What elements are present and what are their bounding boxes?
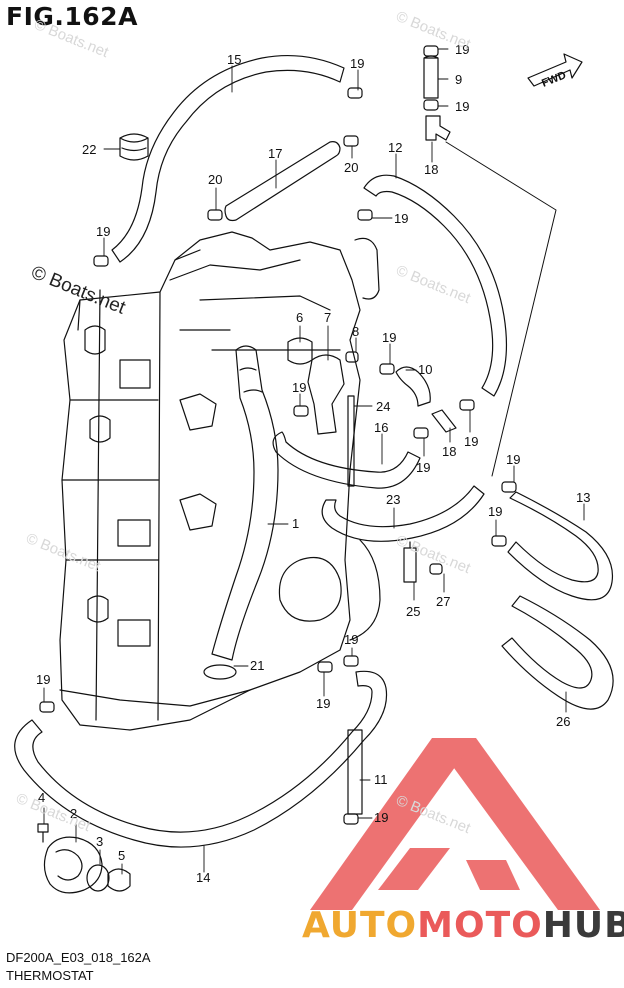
hose-11 bbox=[347, 729, 363, 815]
hose-16 bbox=[272, 431, 421, 489]
callout-17: 17 bbox=[268, 146, 282, 161]
engine-block-outline bbox=[59, 231, 381, 731]
callout-21: 21 bbox=[250, 658, 264, 673]
callout-20: 20 bbox=[344, 160, 358, 175]
hose-9 bbox=[423, 55, 439, 99]
callout-12: 12 bbox=[388, 140, 402, 155]
brand-logo: AUTOMOTOHUB bbox=[302, 905, 624, 946]
callout-4: 4 bbox=[38, 790, 45, 805]
callout-14: 14 bbox=[196, 870, 210, 885]
callout-labels: 15 19 19 9 19 22 17 20 20 12 18 19 19 6 … bbox=[36, 42, 590, 885]
callout-6: 6 bbox=[296, 310, 303, 325]
callout-19: 19 bbox=[96, 224, 110, 239]
diagram-code: DF200A_E03_018_162A bbox=[6, 950, 151, 965]
callout-25: 25 bbox=[406, 604, 420, 619]
callout-3: 3 bbox=[96, 834, 103, 849]
callout-11: 11 bbox=[374, 772, 388, 787]
callout-9: 9 bbox=[455, 72, 462, 87]
callout-19: 19 bbox=[394, 211, 408, 226]
callout-19: 19 bbox=[292, 380, 306, 395]
thermostat-6 bbox=[287, 337, 313, 365]
fwd-arrow-icon bbox=[527, 53, 583, 87]
hose-26 bbox=[501, 595, 614, 710]
brand-logo-part-hub: HUB bbox=[542, 905, 624, 946]
hose-12 bbox=[363, 174, 508, 397]
bracket-25 bbox=[403, 541, 417, 583]
callout-23: 23 bbox=[386, 492, 400, 507]
callout-18: 18 bbox=[424, 162, 438, 177]
cap-5 bbox=[107, 868, 131, 892]
hose-23 bbox=[321, 485, 485, 542]
callout-16: 16 bbox=[374, 420, 388, 435]
callout-19: 19 bbox=[344, 632, 358, 647]
callout-19: 19 bbox=[416, 460, 430, 475]
callout-2: 2 bbox=[70, 806, 77, 821]
callout-10: 10 bbox=[418, 362, 432, 377]
hose-24 bbox=[347, 395, 355, 487]
hose-joint-18-top bbox=[425, 115, 451, 141]
callout-19: 19 bbox=[374, 810, 388, 825]
diagram-caption: THERMOSTAT bbox=[6, 968, 94, 983]
hose-17 bbox=[224, 141, 341, 222]
callout-1: 1 bbox=[292, 516, 299, 531]
callout-19: 19 bbox=[316, 696, 330, 711]
thermostat-cover-7 bbox=[307, 354, 345, 435]
leader-lines bbox=[43, 48, 585, 875]
callout-8: 8 bbox=[352, 324, 359, 339]
logo-triangle-graphic bbox=[310, 738, 600, 910]
callout-5: 5 bbox=[118, 848, 125, 863]
hose-joint-18-mid bbox=[431, 409, 457, 433]
clamp-21 bbox=[203, 664, 237, 680]
callout-19: 19 bbox=[455, 99, 469, 114]
hose-14 bbox=[14, 670, 388, 848]
callout-26: 26 bbox=[556, 714, 570, 729]
callout-19: 19 bbox=[506, 452, 520, 467]
grommet-22 bbox=[119, 133, 149, 161]
clip-clamps bbox=[39, 45, 517, 825]
brand-logo-part-moto: MOTO bbox=[417, 905, 543, 946]
main-hose-1 bbox=[211, 345, 279, 661]
hose-15 bbox=[111, 54, 345, 263]
callout-19: 19 bbox=[488, 504, 502, 519]
callout-22: 22 bbox=[82, 142, 96, 157]
hose-10 bbox=[395, 366, 431, 407]
callout-19: 19 bbox=[455, 42, 469, 57]
callout-19: 19 bbox=[350, 56, 364, 71]
callout-13: 13 bbox=[576, 490, 590, 505]
callout-19: 19 bbox=[382, 330, 396, 345]
callout-15: 15 bbox=[227, 52, 241, 67]
figure-title: FIG.162A bbox=[6, 2, 138, 31]
thermostat-fitting-2 bbox=[43, 836, 103, 894]
callout-19: 19 bbox=[36, 672, 50, 687]
callout-27: 27 bbox=[436, 594, 450, 609]
callout-7: 7 bbox=[324, 310, 331, 325]
bolt-4 bbox=[37, 823, 49, 843]
callout-18: 18 bbox=[442, 444, 456, 459]
hose-13 bbox=[507, 491, 614, 601]
callout-24: 24 bbox=[376, 399, 390, 414]
o-ring-3 bbox=[86, 864, 110, 892]
callout-19: 19 bbox=[464, 434, 478, 449]
brand-logo-part-auto: AUTO bbox=[302, 905, 418, 946]
callout-20: 20 bbox=[208, 172, 222, 187]
